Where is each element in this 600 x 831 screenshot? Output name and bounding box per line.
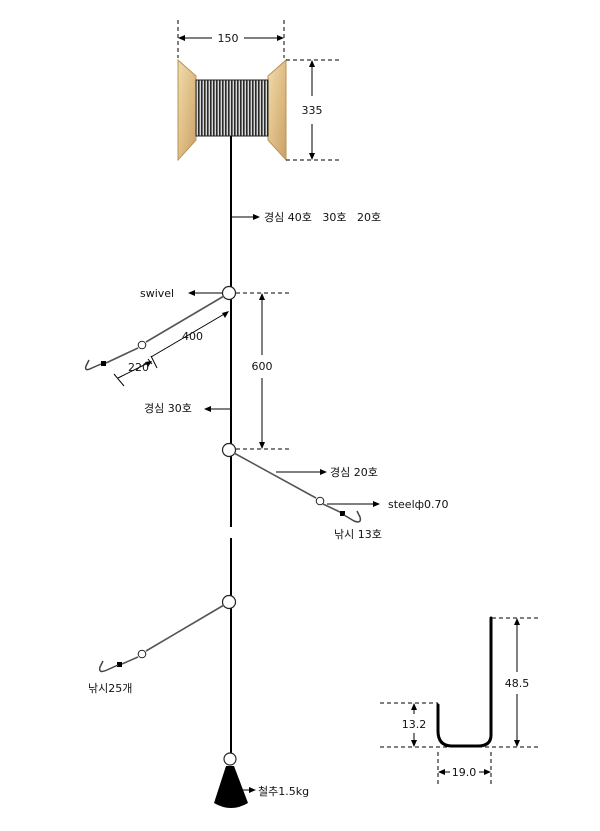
snell-length-label: 220 (128, 361, 149, 374)
spool-right-flange (267, 58, 287, 162)
swivel-ring-top (221, 285, 237, 301)
main-line-label: 경심 40호 30호 20호 (264, 211, 381, 224)
hook-detail-shape (436, 616, 493, 748)
dropper-bottom (98, 594, 237, 673)
main-line-callout: 경심 40호 30호 20호 (232, 211, 381, 224)
dropper-length-label: 400 (182, 330, 203, 343)
branch-callout: 경심 20호 (276, 466, 378, 479)
spool-width-dimension: 150 (177, 20, 285, 58)
hook-crimp-bottom (117, 662, 122, 667)
hook-height-label: 48.5 (505, 677, 530, 690)
main-mid-label: 경심 30호 (144, 402, 192, 415)
swivel-bead-bottom (137, 649, 147, 659)
dropper-spacing-dimension: 600 (236, 292, 292, 450)
hook-crimp-middle (340, 511, 345, 516)
dropper-spacing-label: 600 (252, 360, 273, 373)
spool (177, 58, 287, 162)
spool-height-label: 335 (302, 104, 323, 117)
main-mid-callout: 경심 30호 (144, 402, 230, 415)
sinker-callout: 철추1.5kg (238, 785, 309, 798)
hook-middle (343, 510, 362, 523)
hook-top (84, 359, 102, 371)
branch-label: 경심 20호 (330, 466, 378, 479)
sinker-weight (214, 766, 248, 808)
steel-label: steelф0.70 (388, 498, 449, 511)
swivel-ring-middle (221, 442, 237, 458)
spool-height-dimension: 335 (286, 59, 342, 161)
spool-width-label: 150 (218, 32, 239, 45)
spool-left-flange (177, 58, 197, 162)
swivel-bead-top (137, 340, 147, 350)
swivel-callout: swivel (140, 287, 222, 300)
swivel-label: swivel (140, 287, 174, 300)
steel-callout: steelф0.70 (327, 498, 449, 511)
dropper-length-dimension: 400 (147, 311, 229, 365)
sinker (214, 752, 248, 808)
swivel-bead-middle (315, 496, 325, 506)
hook-gap-label: 19.0 (452, 766, 477, 779)
dropper-top (84, 285, 237, 371)
hook-bottom (98, 660, 119, 673)
sinker-ring (223, 752, 237, 766)
snell-length-dimension: 220 (113, 355, 158, 387)
sinker-label: 철추1.5kg (258, 785, 309, 798)
hook-crimp-top (101, 361, 106, 366)
hook-detail: 48.5 13.2 19.0 (380, 616, 541, 786)
spool-line-winding (195, 79, 269, 137)
dropper-middle (221, 442, 362, 523)
swivel-ring-bottom (221, 594, 237, 610)
hook-size-label: 낚시 13호 (334, 528, 382, 541)
hook-count-label: 낚시25개 (88, 682, 132, 695)
hook-bend-label: 13.2 (402, 718, 427, 731)
